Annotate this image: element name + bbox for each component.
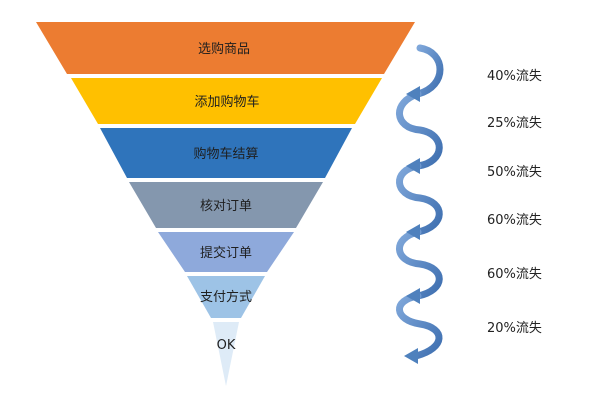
funnel-stage-1-label: 选购商品 [198,41,250,57]
dropoff-label-5: 60%流失 [487,267,542,282]
funnel-stage-2-band [71,78,382,124]
funnel-stage-2-label: 添加购物车 [194,94,259,110]
funnel-stage-6-band [187,276,265,318]
arrowhead-3 [406,224,420,240]
spiral-arrow-3 [396,162,443,236]
spiral-arrow-5 [396,292,443,360]
dropoff-label-4: 60%流失 [487,213,542,228]
dropoff-label-6: 20%流失 [487,321,542,336]
arrowhead-2 [406,158,420,174]
funnel-stage-4-band [129,182,323,228]
funnel-stage-7-band [213,322,239,386]
spiral-arrow-1 [414,44,444,98]
funnel-stage-3-band [100,128,352,178]
arrowhead-4 [406,288,420,304]
funnel-stage-5-label: 提交订单 [200,245,252,261]
dropoff-spiral-arrows [396,44,444,360]
spiral-arrow-2 [396,90,443,170]
funnel-stage-3-label: 购物车结算 [193,146,258,162]
funnel-stage-5-band [158,232,294,272]
arrowhead-1 [406,86,420,102]
dropoff-label-2: 25%流失 [487,116,542,131]
funnel-stage-7-label: OK [217,338,236,353]
funnel-stage-6-label: 支付方式 [200,289,252,305]
spiral-arrow-4 [396,228,443,300]
funnel-stage-4-label: 核对订单 [200,199,252,214]
funnel-labels: 选购商品 添加购物车 购物车结算 核对订单 提交订单 支付方式 OK [193,41,259,353]
dropoff-label-3: 50%流失 [487,165,542,180]
dropoff-labels: 40%流失 25%流失 50%流失 60%流失 60%流失 20%流失 [487,69,542,336]
arrowhead-5 [404,348,418,364]
funnel-stage-1-band [36,22,415,74]
dropoff-label-1: 40%流失 [487,69,542,84]
funnel-stages [36,22,415,386]
arrowheads [404,86,420,364]
